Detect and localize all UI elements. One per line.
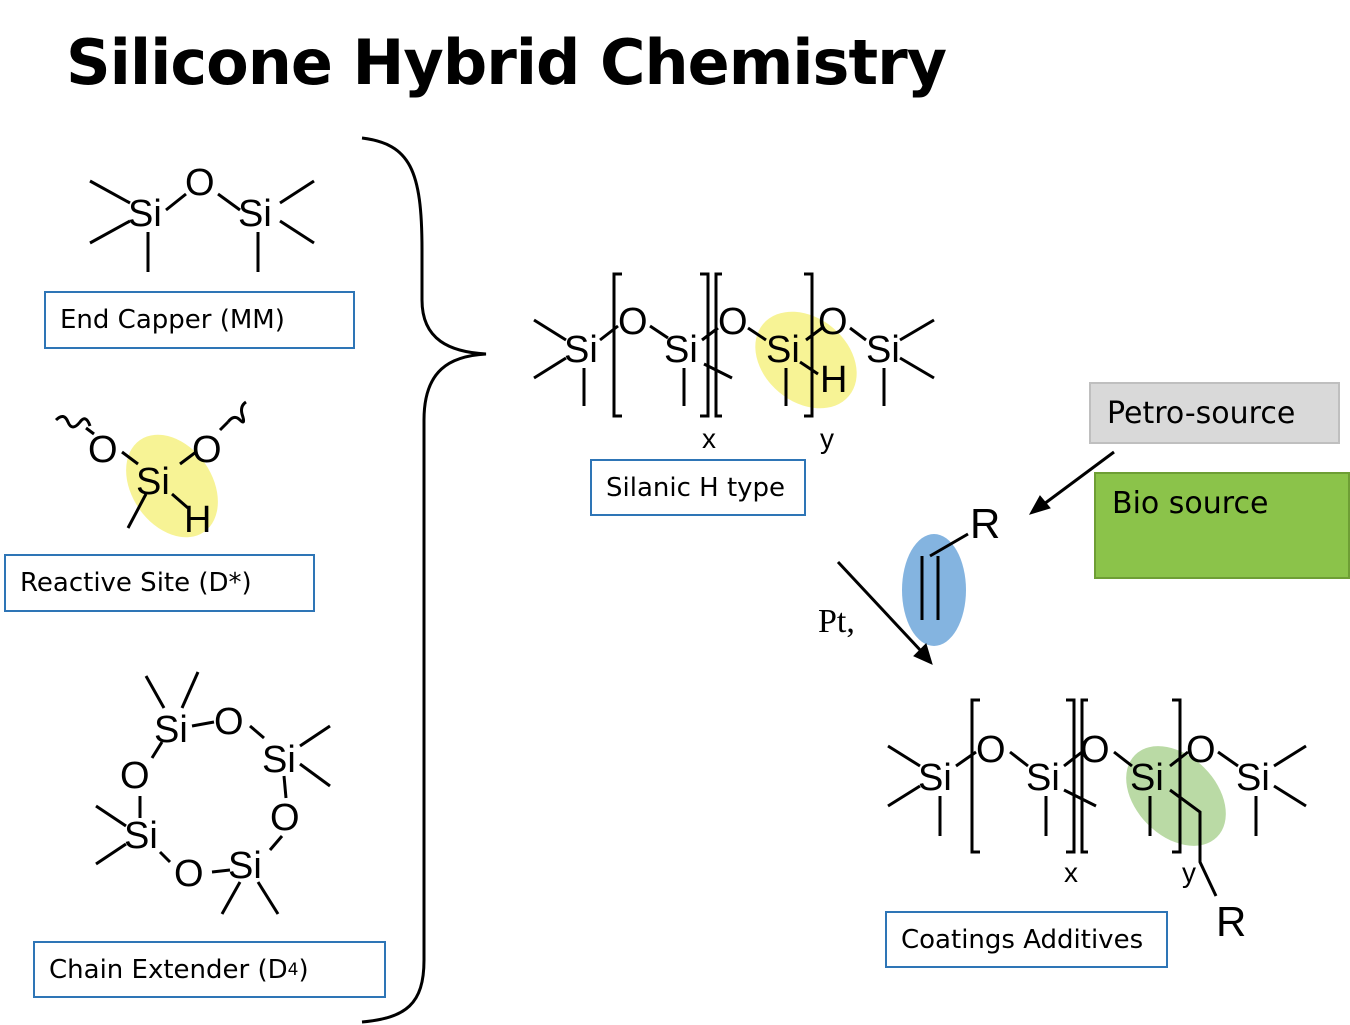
atom-o: O — [185, 162, 215, 204]
atom-si: Si — [1026, 757, 1060, 799]
atom-o: O — [214, 701, 244, 743]
atom-o: O — [270, 797, 300, 839]
atom-si: Si — [866, 329, 900, 371]
chain-extender-close: ) — [298, 954, 309, 985]
atom-si: Si — [262, 739, 296, 781]
atom-si: Si — [136, 461, 170, 503]
silanic-h-label: Silanic H type — [590, 459, 806, 516]
atom-o: O — [1080, 729, 1110, 771]
catalyst-label: Pt, — [818, 603, 855, 640]
bio-source-text: Bio source — [1112, 486, 1269, 521]
reactive-site-structure — [54, 400, 247, 529]
chain-extender-subscript: 4 — [287, 959, 299, 980]
coatings-structure — [887, 698, 1307, 897]
atom-si: Si — [228, 845, 262, 887]
silanic-h-highlight — [755, 311, 857, 409]
end-capper-label: End Capper (MM) — [44, 291, 355, 349]
subscript-y: y — [1182, 857, 1196, 888]
atom-si: Si — [1130, 757, 1164, 799]
reaction-arrow — [836, 560, 933, 665]
atom-o: O — [1186, 729, 1216, 771]
atom-r: R — [1216, 898, 1246, 945]
atom-si: Si — [154, 709, 188, 751]
reactive-site-highlight — [126, 434, 218, 538]
petro-source-text: Petro-source — [1107, 395, 1296, 431]
atom-si: Si — [766, 329, 800, 371]
subscript-x: x — [702, 423, 716, 454]
atom-o: O — [718, 301, 748, 343]
atom-r: R — [970, 500, 1000, 547]
silanic-h-text: Silanic H type — [606, 472, 786, 503]
atom-o: O — [120, 755, 150, 797]
end-capper-structure — [89, 179, 315, 272]
atom-h: H — [184, 499, 211, 541]
silanic-h-structure — [533, 272, 935, 418]
subscript-x: x — [1064, 857, 1078, 888]
alkene-highlight — [902, 534, 966, 646]
end-capper-text: End Capper (MM) — [60, 305, 285, 335]
atom-si: Si — [128, 193, 162, 235]
bio-source-box: Bio source — [1094, 472, 1350, 579]
coatings-additives-text: Coatings Additives — [901, 924, 1144, 955]
reactive-site-text: Reactive Site (D*) — [20, 568, 252, 598]
chain-extender-text: Chain Extender (D — [49, 954, 288, 985]
atom-o: O — [976, 729, 1006, 771]
petro-arrow — [1028, 450, 1115, 515]
atom-o: O — [192, 429, 222, 471]
atom-si: Si — [918, 757, 952, 799]
atom-si: Si — [124, 815, 158, 857]
atom-si: Si — [238, 193, 272, 235]
atom-o: O — [174, 853, 204, 895]
atom-si: Si — [664, 329, 698, 371]
atom-h: H — [820, 359, 847, 401]
coatings-additives-label: Coatings Additives — [885, 911, 1168, 968]
atom-o: O — [818, 301, 848, 343]
subscript-y: y — [820, 423, 834, 454]
alkene-structure — [920, 532, 969, 620]
atom-si: Si — [564, 329, 598, 371]
atom-o: O — [618, 301, 648, 343]
petro-source-box: Petro-source — [1089, 382, 1340, 444]
chain-extender-structure — [95, 671, 331, 915]
atom-si: Si — [1236, 757, 1270, 799]
atom-o: O — [88, 429, 118, 471]
page-title: Silicone Hybrid Chemistry — [66, 26, 947, 99]
grouping-brace — [361, 136, 487, 1024]
reactive-site-label: Reactive Site (D*) — [4, 554, 315, 612]
